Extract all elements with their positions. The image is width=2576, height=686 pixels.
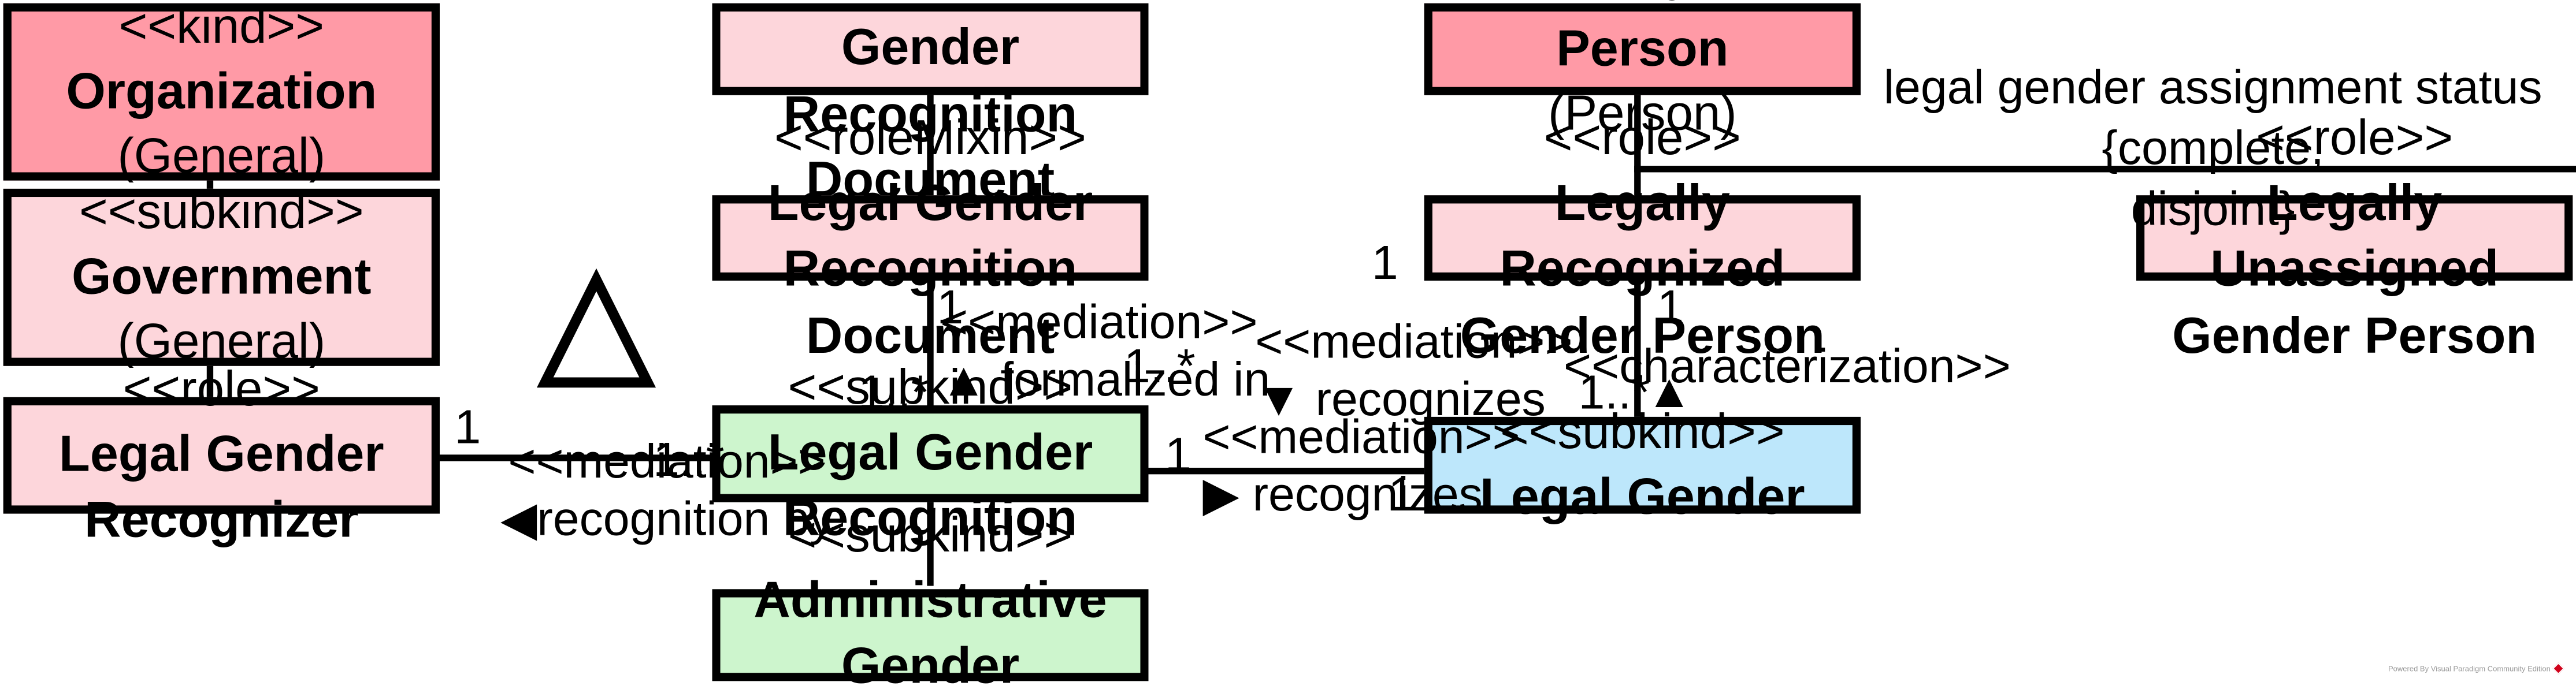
mediation-line-recognizes-gender [1146,467,1426,475]
relation-stereotype: <<mediation>> [508,437,826,489]
watermark-text: Powered By Visual Paradigm Community Edi… [2388,664,2551,673]
class-legal-gender-recognition[interactable]: <<subkind>> Legal Gender Recognition [712,360,1149,546]
class-government[interactable]: <<subkind>> Government (General) [3,185,440,370]
class-nature: (Person) [1547,87,1737,141]
generalization-line-person-recognized [1634,95,1641,197]
class-stereotype: <<role>> [1543,111,1741,166]
relation-name: recognizes [1315,375,1546,428]
class-name: Administrative Gender Recognition [754,0,1107,142]
relation-name: formalized in [1000,355,1271,408]
relation-name: recognizes [1252,469,1483,523]
class-name: Person [1556,19,1729,77]
navigation-arrow-icon: ▼ [1255,375,1302,428]
class-name: Administrative Gender Recognition [754,571,1107,686]
class-name: Legally Unassigned Gender Person [2172,174,2537,364]
generalization-set-constraint-1: {complete, [2102,123,2324,176]
generalization-set-bar [1634,166,2576,173]
generalization-set-annotation: legal gender assignment status {complete… [1884,59,2542,241]
relation-stereotype: <<characterization>> [1564,341,2011,394]
generalization-set-constraint-2: disjoint} [2130,184,2295,237]
multiplicity-doc-bottom: 1..* [858,367,930,420]
generalization-line-docs [927,94,934,197]
class-stereotype: <<role>> [2256,111,2453,166]
class-stereotype: <<subkind>> [79,185,364,240]
class-nature: (General) [117,129,326,184]
multiplicity-doc-top: 1 [937,282,964,335]
visual-paradigm-logo-icon [2552,662,2565,675]
relation-name: recognition by [537,494,834,547]
relation-stereotype: <<mediation>> [1202,412,1520,465]
class-stereotype: <<kind>> [118,0,324,54]
relation-label-characterization: <<characterization>> [1564,340,2011,398]
class-name: Legal Gender Recognition Document [767,174,1093,364]
class-stereotype: <<subkind>> [1500,405,1785,460]
class-name: Legal Gender Recognizer [59,424,384,549]
generalization-arrow-organization [536,268,656,388]
multiplicity-recognition-person-left: 1..* [1124,341,1196,394]
class-name: Organization [66,62,377,120]
relation-label-recognition-by: <<mediation>> ◀recognition by [500,435,833,551]
watermark: Powered By Visual Paradigm Community Edi… [2388,662,2565,675]
multiplicity-recognition-person-right: 1 [1371,238,1398,291]
multiplicity-recognizer-left: 1 [454,402,481,455]
characterization-line-person-gender [1634,279,1641,419]
generalization-set-name: legal gender assignment status [1883,62,2542,115]
class-stereotype: <<role>> [123,362,320,417]
class-name: Legal Gender Recognition [767,423,1093,547]
class-name: Legal Gender [1480,467,1805,525]
navigation-arrow-icon: ▲ [940,355,988,408]
relation-label-recognizes-gender: <<mediation>> ▶ recognizes [1202,411,1520,527]
navigation-arrow-icon: ◀ [500,494,537,547]
class-name: Legally Recognized Gender Person [1460,174,1825,364]
multiplicity-person-gender-top: 1 [1657,282,1684,335]
class-name: Government [72,247,372,305]
class-legal-gender-recognizer[interactable]: <<role>> Legal Gender Recognizer [3,362,440,548]
multiplicity-person-gender-bottom: 1..* [1578,367,1650,420]
relation-label-formalized-in: <<mediation>> ▲ formalized in [940,296,1270,412]
class-stereotype: <<roleMixin>> [774,111,1086,166]
class-stereotype: <<kind>> [1540,0,1745,16]
relation-label-recognizes-person: <<mediation>> ▼ recognizes [1255,315,1572,431]
class-nature: (General) [117,315,326,370]
navigation-arrow-icon: ▲ [1646,366,1693,419]
multiplicity-recognizer-right: 1..* [653,435,725,488]
relation-stereotype: <<mediation>> [1255,316,1573,370]
class-person[interactable]: <<kind>> Person (Person) [1424,0,1861,141]
characterization-arrow-wrap: ▲ [1646,364,1693,423]
class-legally-recognized-gender-person[interactable]: <<role>> Legally Recognized Gender Perso… [1424,111,1861,364]
class-administrative-gender-recognition-document[interactable]: <<roleMixin>> Administrative Gender Reco… [712,0,1149,208]
relation-stereotype: <<mediation>> [940,297,1258,350]
class-legal-gender-recognition-document[interactable]: <<roleMixin>> Legal Gender Recognition D… [712,111,1149,364]
multiplicity-recognition-gender-left: 1 [1165,430,1192,483]
generalization-line-recognitions [927,500,934,586]
mediation-line-recognition-by [439,454,716,461]
class-legally-unassigned-gender-person[interactable]: <<role>> Legally Unassigned Gender Perso… [2136,111,2573,364]
class-organization[interactable]: <<kind>> Organization (General) [3,0,440,184]
mediation-line-formalized-in [927,279,934,407]
class-administrative-gender-recognition[interactable]: <<subkind>> Administrative Gender Recogn… [712,509,1149,686]
class-stereotype: <<subkind>> [788,360,1073,415]
navigation-arrow-icon: ▶ [1202,469,1239,523]
class-legal-gender[interactable]: <<subkind>> Legal Gender [1424,405,1861,525]
multiplicity-recognition-gender-right: 1 [1388,469,1415,522]
class-stereotype: <<subkind>> [788,509,1073,564]
